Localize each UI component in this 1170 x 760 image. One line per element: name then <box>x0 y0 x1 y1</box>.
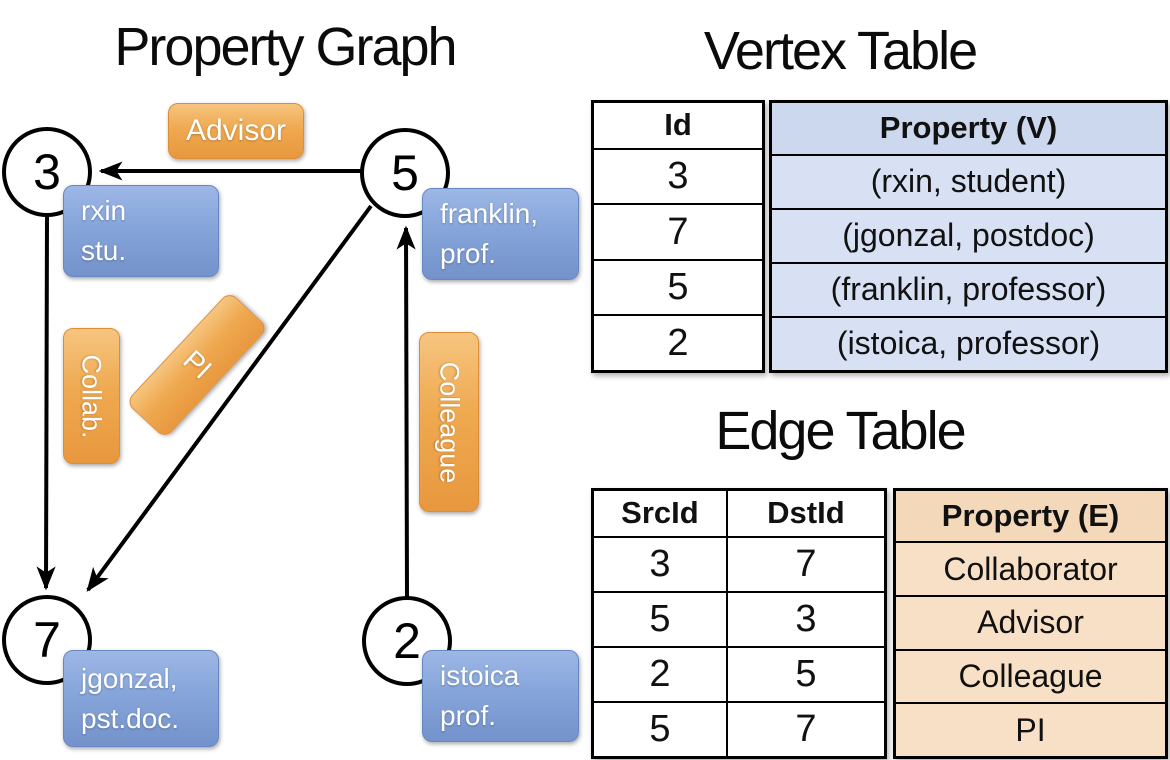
edge-label-collab: Collab. <box>63 328 120 464</box>
vertex-prop-franklin-line1: franklin, <box>440 198 539 230</box>
edge-label-advisor-text: Advisor <box>185 114 287 147</box>
edge-label-collab-text: Collab. <box>77 353 108 439</box>
edge-table-title: Edge Table <box>715 401 966 461</box>
edge-label-colleague-text: Colleague <box>434 361 465 483</box>
property-graph-title: Property Graph <box>114 17 457 77</box>
edge-dstid-cell: 3 <box>725 590 887 648</box>
vertex-table-property-column: Property (V) (rxin, student) (jgonzal, p… <box>769 100 1168 373</box>
vertex-node-2: 2 <box>362 596 452 686</box>
vertex-table-id-header: Id <box>591 100 765 150</box>
vertex-prop-rxin-line1: rxin <box>81 195 127 227</box>
vertex-node-5-id: 5 <box>391 145 419 201</box>
graph-edges-layer <box>36 161 416 599</box>
edge-table-dstid-header: DstId <box>725 488 887 538</box>
edge-2-to-5-colleague <box>396 225 416 599</box>
edge-srcid-cell: 3 <box>591 535 728 593</box>
vertex-node-3-id: 3 <box>33 144 61 200</box>
vertex-property-cell: (rxin, student) <box>769 153 1168 210</box>
edge-srcid-cell: 5 <box>591 590 728 648</box>
vertex-table-property-header: Property (V) <box>769 100 1168 156</box>
vertex-prop-istoica-line2: prof. <box>440 700 497 731</box>
vertex-id-cell: 7 <box>591 203 765 261</box>
vertex-prop-istoica-line1: istoica <box>440 660 520 692</box>
edge-property-cell: PI <box>893 702 1168 759</box>
vertex-prop-jgonzal-line2: pst.doc. <box>81 702 180 734</box>
vertex-prop-jgonzal-line1: jgonzal, <box>81 662 178 694</box>
edge-table-property-column: Property (E) Collaborator Advisor Collea… <box>893 488 1168 759</box>
vertex-id-cell: 3 <box>591 147 765 206</box>
vertex-id-cell: 2 <box>591 314 765 373</box>
edge-property-cell: Advisor <box>893 595 1168 651</box>
edge-property-cell: Colleague <box>893 648 1168 705</box>
vertex-property-cell: (istoica, professor) <box>769 315 1168 373</box>
vertex-table-id-column: Id 3 7 5 2 <box>591 100 765 373</box>
edge-label-pi-text: PI <box>177 344 218 385</box>
edge-dstid-cell: 7 <box>725 700 887 759</box>
edge-3-to-7-collab <box>36 215 56 591</box>
vertex-node-7-id: 7 <box>33 612 61 668</box>
vertex-prop-rxin: rxin stu. <box>63 185 219 277</box>
edge-label-colleague: Colleague <box>419 332 479 512</box>
edge-dstid-cell: 5 <box>725 645 887 703</box>
edge-srcid-cell: 2 <box>591 645 728 703</box>
edge-5-to-7-pi <box>86 204 373 592</box>
vertex-prop-rxin-line2: stu. <box>81 235 127 266</box>
edge-table-property-header: Property (E) <box>893 488 1168 544</box>
vertex-node-2-id: 2 <box>393 613 421 669</box>
edge-table-srcid-header: SrcId <box>591 488 728 538</box>
vertex-id-cell: 5 <box>591 258 765 317</box>
vertex-prop-franklin-line2: prof. <box>440 238 497 269</box>
vertex-property-cell: (franklin, professor) <box>769 261 1168 318</box>
vertex-prop-franklin: franklin, prof. <box>422 188 579 280</box>
vertex-table-title: Vertex Table <box>703 21 978 81</box>
edge-table-id-columns: SrcId DstId 3 7 5 3 2 5 5 7 <box>591 488 887 759</box>
edge-srcid-cell: 5 <box>591 700 728 759</box>
edge-dstid-cell: 7 <box>725 535 887 593</box>
vertex-node-5: 5 <box>360 128 450 218</box>
vertex-prop-istoica: istoica prof. <box>422 650 579 742</box>
vertex-property-cell: (jgonzal, postdoc) <box>769 207 1168 264</box>
edge-label-advisor: Advisor <box>168 103 304 159</box>
edge-property-cell: Collaborator <box>893 541 1168 597</box>
vertex-prop-jgonzal: jgonzal, pst.doc. <box>63 650 219 747</box>
